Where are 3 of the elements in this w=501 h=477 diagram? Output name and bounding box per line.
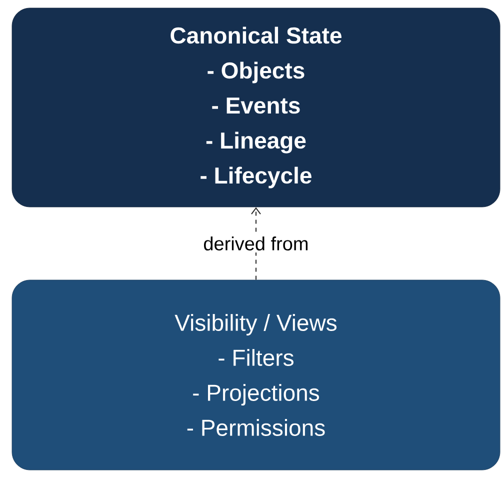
edge-label: derived from: [201, 234, 311, 252]
process-box: Visibility / Views - Filters - Projections - Permissions: [12, 280, 500, 470]
process-box: Canonical State - Objects - Events - Lineage - Lifecycle: [12, 8, 500, 208]
